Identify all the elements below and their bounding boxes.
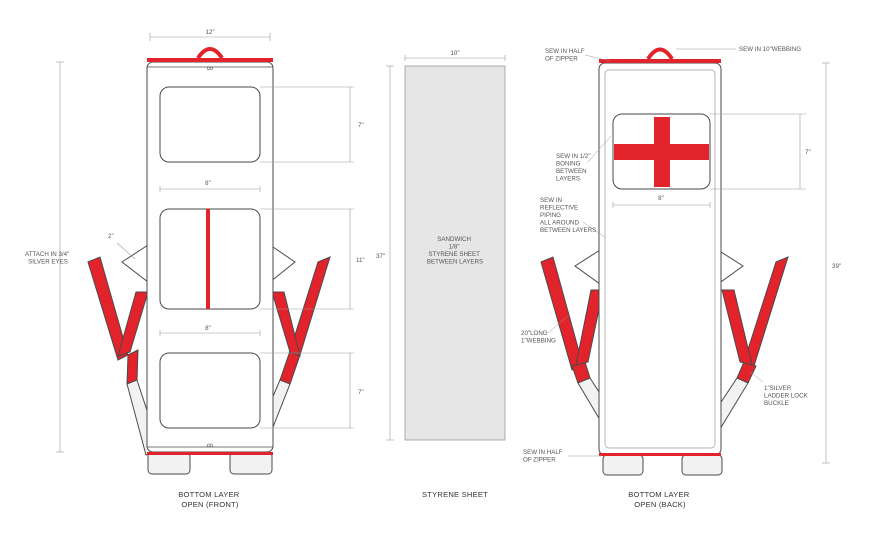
back-buckle-note: 1"SILVER LADDER LOCK BUCKLE: [764, 385, 809, 407]
back-bottom-right-foot: [681, 454, 723, 476]
back-bottom-zipper: [599, 453, 721, 456]
front-view: ∞ ∞ 12" 7" 11" 7" 8" 8": [25, 29, 365, 509]
front-bottom-right-foot: [229, 451, 273, 475]
back-top-handle: [646, 47, 674, 61]
front-right-side-flap: [269, 244, 296, 284]
styrene-caption: STYRENE SHEET: [422, 490, 488, 499]
front-bottom-zipper: [147, 452, 273, 455]
back-right-side-flap: [717, 249, 744, 285]
front-bottom-eyelet-icon: ∞: [207, 440, 213, 450]
front-attach-note: ATTACH IN 3/4" SILVER EYES: [25, 251, 71, 266]
styrene-view: 10" 37" SANDWICH 1/8" STYRENE SHEET BETW…: [376, 50, 506, 499]
back-webbing-note: 20"LONG 1"WEBBING: [521, 330, 556, 345]
back-top-zipper: [599, 59, 721, 63]
front-dim-pocket-bottom: 7": [358, 389, 364, 396]
styrene-sheet: [404, 65, 506, 441]
front-dim-pocket-w1: 8": [205, 180, 211, 187]
front-pocket-top: [159, 86, 261, 163]
back-dim-cross-h: 7": [805, 149, 811, 156]
back-sew-zipper-bottom: SEW IN HALF OF ZIPPER: [523, 449, 564, 464]
styrene-dim-width: 10": [450, 50, 459, 57]
front-dim-2: 2": [108, 233, 114, 240]
back-piping-outline: [604, 69, 716, 449]
front-dim-pocket-mid: 11": [356, 257, 365, 264]
back-dim-height: 39": [832, 263, 841, 270]
front-dim-pocket-w2: 8": [205, 325, 211, 332]
front-dim-pocket-top: 7": [358, 122, 364, 129]
front-caption: BOTTOM LAYER OPEN (FRONT): [178, 490, 242, 509]
back-boning-note: SEW IN 1/2" BONING BETWEEN LAYERS: [556, 153, 592, 183]
styrene-note: SANDWICH 1/8" STYRENE SHEET BETWEEN LAYE…: [427, 236, 483, 266]
back-sew-zipper-top: SEW IN HALF OF ZIPPER: [545, 48, 586, 63]
back-sew-webbing: SEW IN 10"WEBBING: [739, 46, 801, 53]
back-dim-cross-w: 8": [658, 195, 664, 202]
back-caption: BOTTOM LAYER OPEN (BACK): [628, 490, 692, 509]
front-pocket-bottom: [159, 352, 261, 429]
front-top-zipper: [147, 58, 273, 62]
front-dim-width: 12": [205, 29, 214, 36]
front-pocket-zipper: [206, 209, 210, 309]
back-view: 7" 8" 39" SEW IN HALF OF ZIPPER SEW IN 1…: [521, 46, 841, 509]
back-piping-note: SEW IN REFLECTIVE PIPING ALL AROUND BETW…: [540, 197, 596, 234]
front-bottom-left-foot: [147, 451, 191, 475]
front-top-handle: [196, 47, 224, 60]
back-bottom-left-foot: [602, 454, 644, 476]
styrene-dim-height: 37": [376, 253, 385, 260]
back-left-side-flap: [574, 249, 601, 285]
back-cross-vertical: [654, 117, 670, 187]
front-top-eyelet-icon: ∞: [207, 63, 213, 73]
